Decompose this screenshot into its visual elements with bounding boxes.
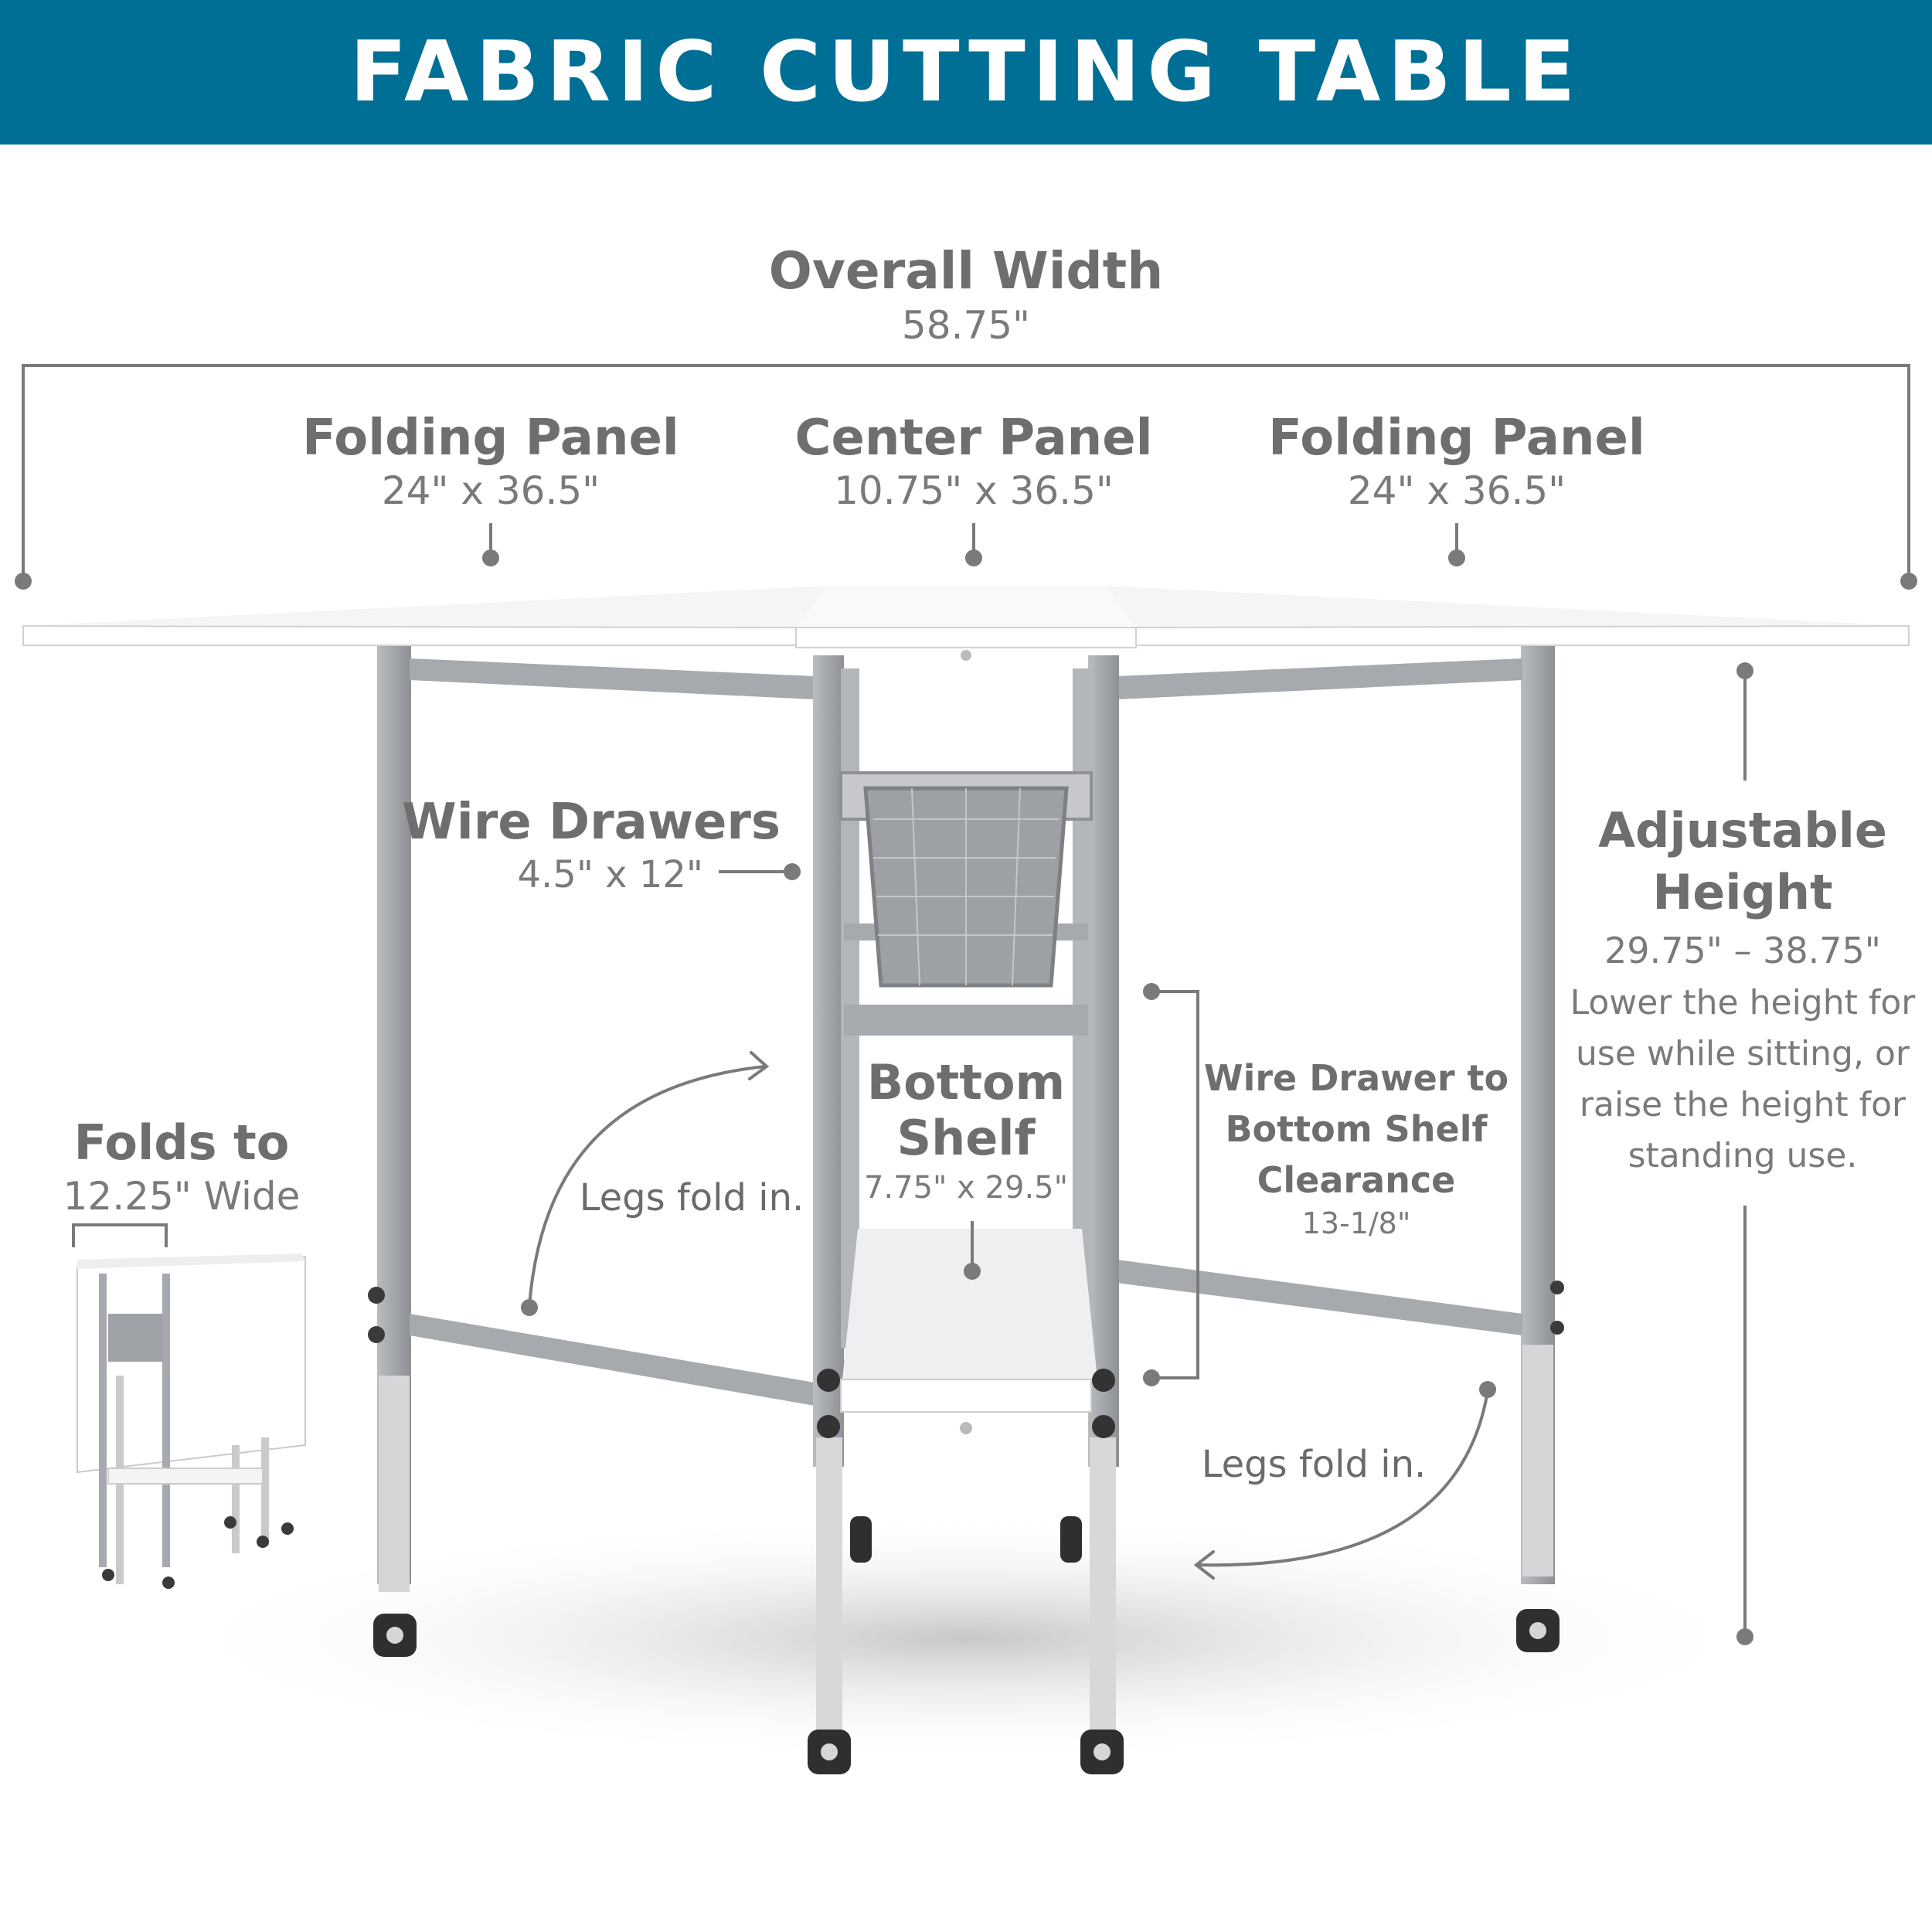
wire-drawers-title: Wire Drawers [402,794,781,851]
adjustable-height-desc-line2: use while sitting, or [1576,1034,1910,1073]
adjustable-height-desc-line4: standing use. [1628,1136,1858,1175]
wire-drawer [839,771,1093,988]
wire-drawers-callout: Wire Drawers 4.5" x 12" [371,792,781,897]
tabletop [22,586,1910,661]
adjustable-height-desc-line1: Lower the height for [1570,983,1916,1022]
bottom-shelf [840,1229,1097,1434]
adjustment-knobs [817,1369,1115,1438]
folds-to-title: Folds to [73,1114,290,1171]
adjustable-height-callout: Adjustable Height 29.75" – 38.75" Lower … [1553,800,1932,1182]
callout-dots [15,549,1917,1645]
folded-table-thumbnail [77,1253,306,1589]
overall-width-title: Overall Width [768,241,1164,301]
overall-width-callout: Overall Width 58.75" [657,240,1275,348]
folds-to-value: 12.25" Wide [63,1174,301,1219]
overall-width-value: 58.75" [901,303,1031,348]
clearance-line2: Bottom Shelf [1225,1108,1488,1150]
clearance-value: 13-1/8" [1301,1206,1411,1240]
legs-fold-left-label: Legs fold in. [579,1176,804,1219]
adjustable-height-title-line1: Adjustable [1598,802,1887,859]
folds-to-callout: Folds to 12.25" Wide [31,1113,332,1219]
center-panel-callout: Center Panel 10.75" x 36.5" [742,408,1206,513]
center-frame [813,655,1119,1762]
legs-fold-right-label: Legs fold in. [1201,1443,1427,1486]
floor-shadow [155,1515,1777,1762]
folding-panel-left-callout: Folding Panel 24" x 36.5" [259,408,723,513]
clearance-callout: Wire Drawer to Bottom Shelf Clearance 13… [1190,1053,1522,1241]
caster-wheels [373,1516,1560,1774]
folding-panel-right-callout: Folding Panel 24" x 36.5" [1225,408,1689,513]
left-leg-frame [368,641,819,1592]
wire-drawers-value: 4.5" x 12" [517,853,704,896]
adjustable-height-desc-line3: raise the height for [1579,1085,1906,1124]
folding-panel-right-title: Folding Panel [1268,410,1645,467]
adjustable-height-title-line2: Height [1652,864,1833,920]
folding-panel-left-value: 24" x 36.5" [381,468,600,513]
center-panel-title: Center Panel [794,410,1153,467]
adjustable-height-value: 29.75" – 38.75" [1604,930,1881,971]
center-panel-value: 10.75" x 36.5" [834,468,1114,513]
clearance-line1: Wire Drawer to [1203,1057,1509,1099]
bottom-shelf-title-line1: Bottom [866,1054,1066,1111]
folding-panel-left-title: Folding Panel [302,410,679,467]
clearance-line3: Clearance [1257,1159,1456,1201]
right-leg-frame [1117,641,1564,1584]
bottom-shelf-callout: Bottom Shelf 7.75" x 29.5" [835,1055,1097,1209]
bottom-shelf-value: 7.75" x 29.5" [863,1170,1069,1206]
bottom-shelf-title-line2: Shelf [896,1110,1036,1166]
title-banner: FABRIC CUTTING TABLE [0,0,1932,145]
folding-panel-right-value: 24" x 36.5" [1347,468,1566,513]
arrow-heads [748,1051,1215,1580]
banner-title: FABRIC CUTTING TABLE [349,24,1583,121]
